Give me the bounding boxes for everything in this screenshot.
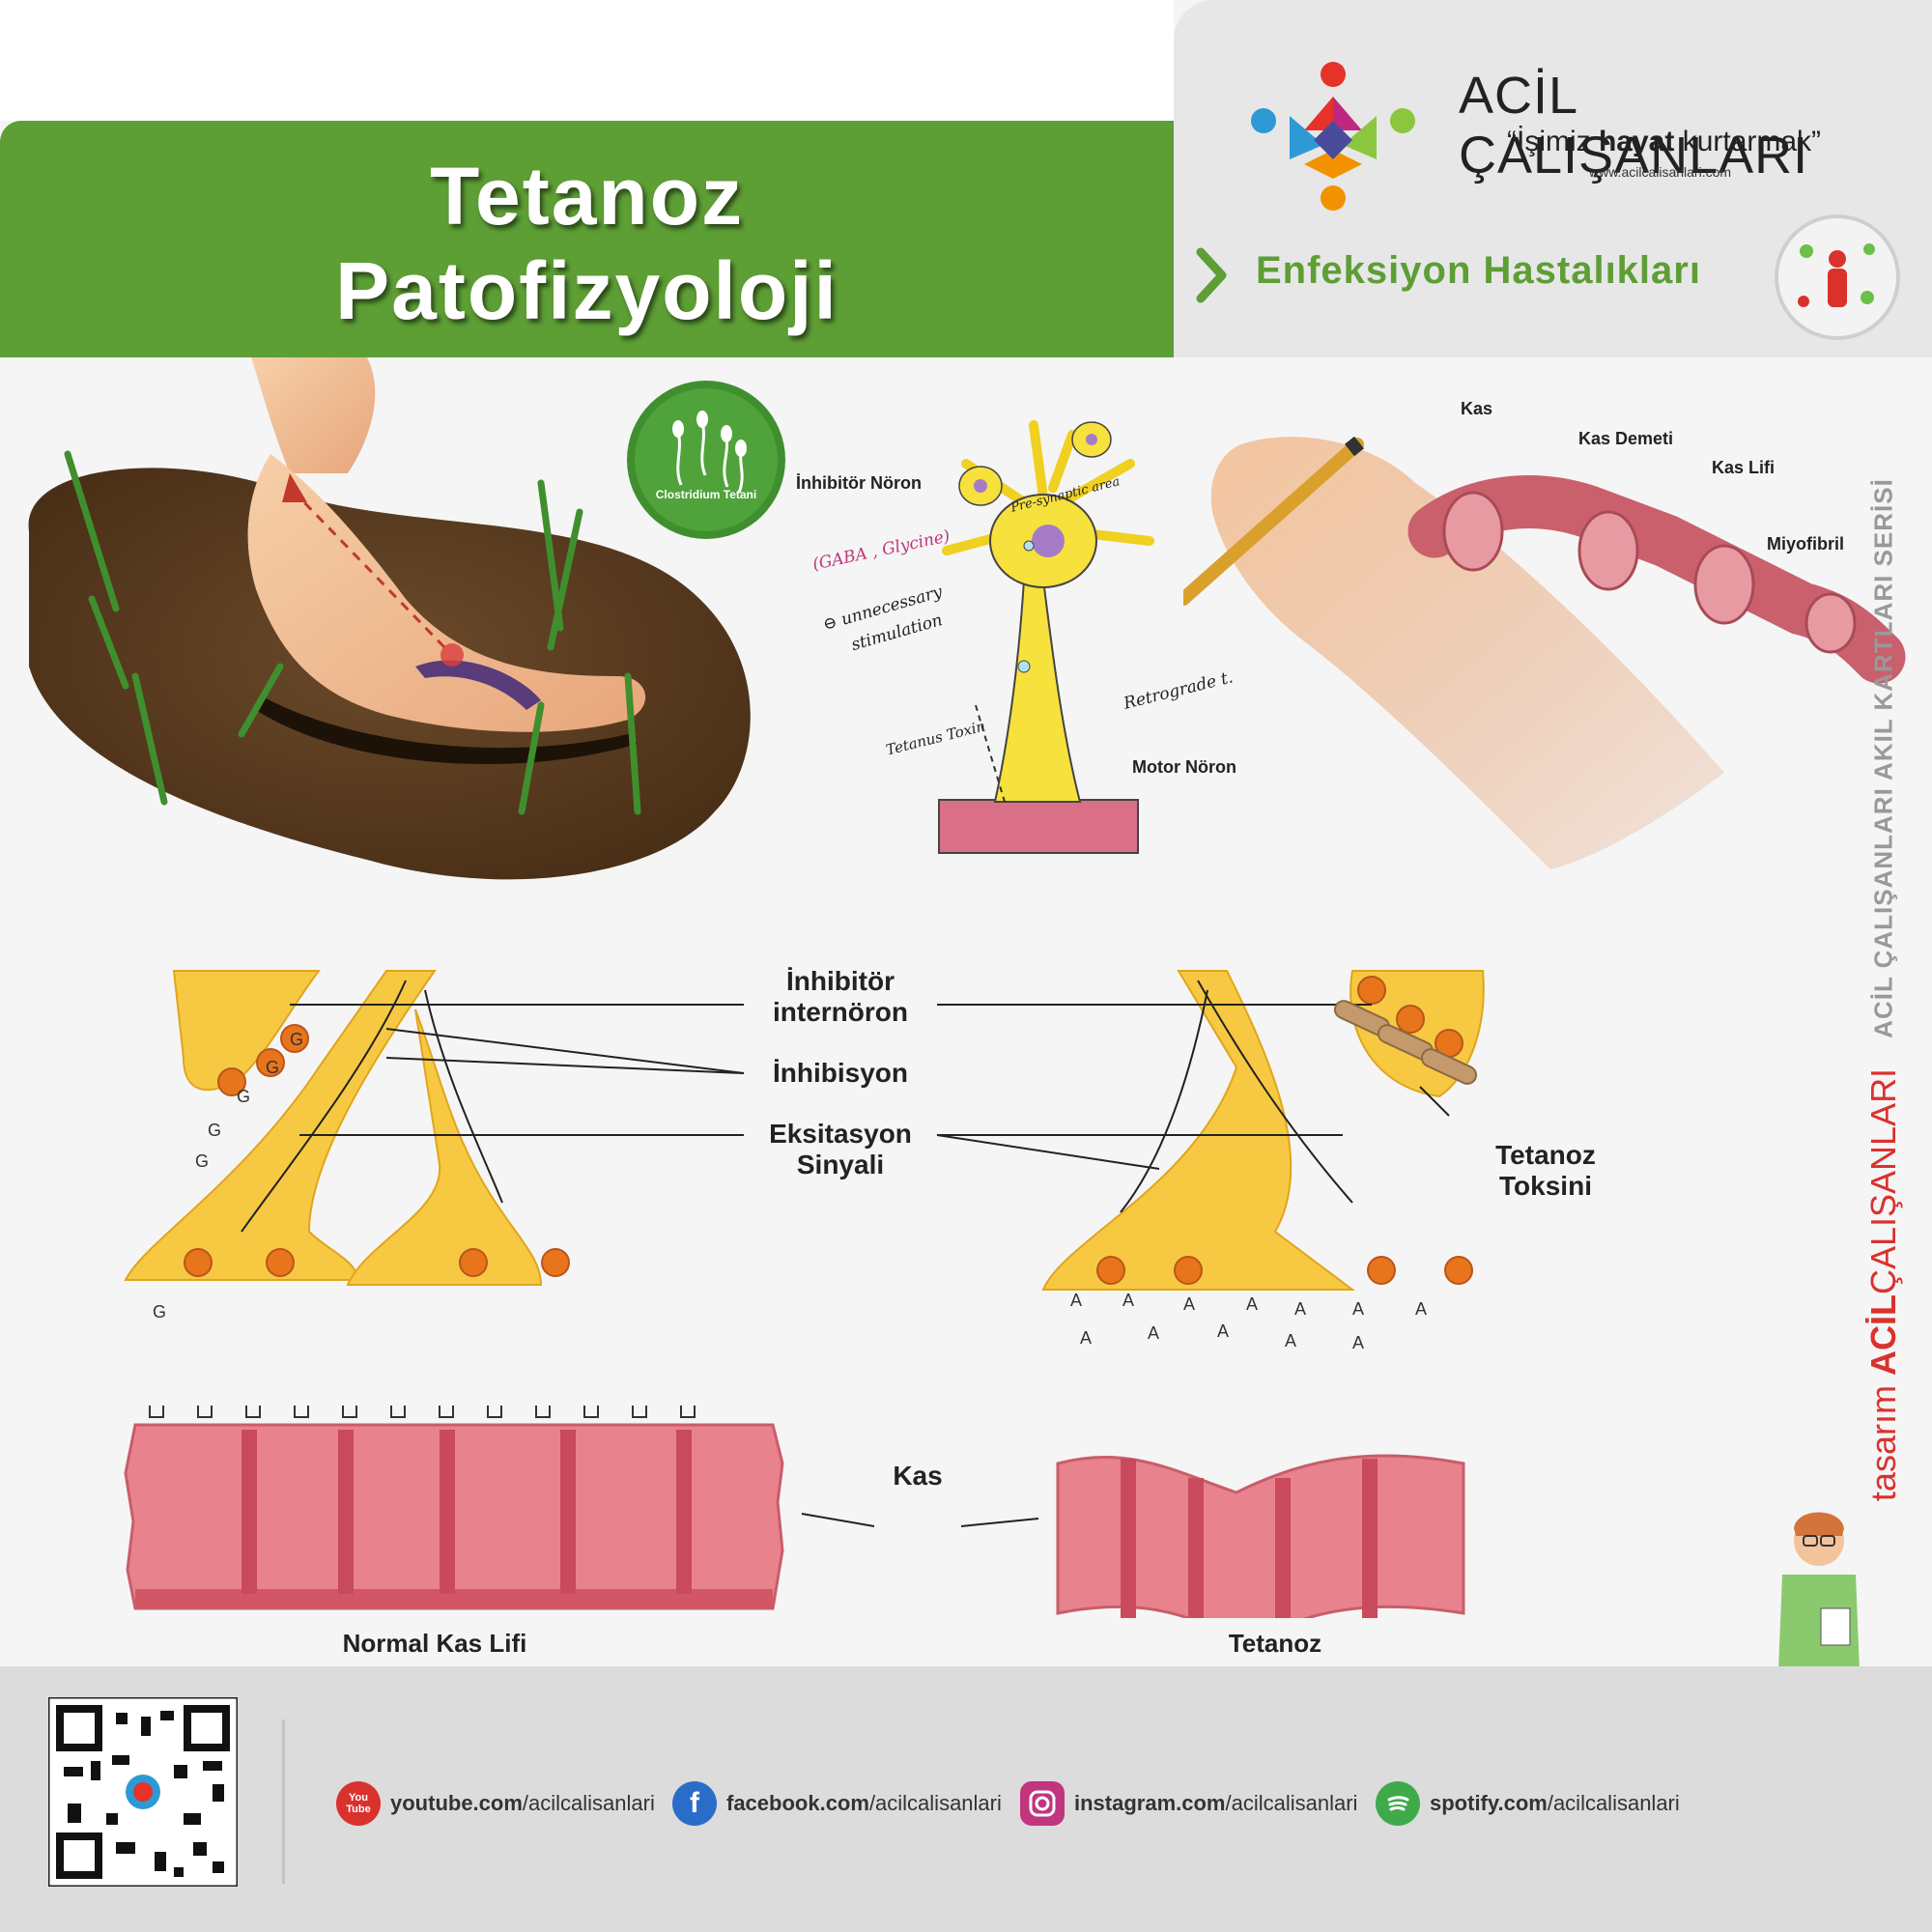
ach-letter: A — [1352, 1333, 1365, 1352]
normal-muscle-fiber-label: Normal Kas Lifi — [342, 1629, 527, 1658]
muscle-fiber-label: Kas Lifi — [1712, 458, 1776, 477]
footer-divider — [282, 1719, 285, 1884]
top-margin — [0, 0, 1174, 121]
ach-letter: A — [1183, 1294, 1196, 1314]
instagram-path: /acilcalisanlari — [1225, 1791, 1358, 1815]
neuron-sketch — [938, 420, 1154, 854]
tasarim-text: tasarım — [1863, 1385, 1903, 1502]
brand-slogan: “İşimiz hayat kurtarmak” — [1507, 126, 1821, 158]
hand-and-muscle-sketch — [1183, 436, 1906, 869]
inhibitor-interneuron-line-1: İnhibitör — [786, 966, 895, 996]
slogan-pre: “İşimiz — [1507, 126, 1599, 157]
tetanus-toxin-line-2: Toksini — [1499, 1171, 1592, 1201]
title-line-2: Patofizyoloji — [335, 245, 838, 336]
instagram-link[interactable]: instagram.com/acilcalisanlari — [1020, 1779, 1357, 1828]
foot-wound-illustration — [28, 357, 751, 880]
youtube-icon: You Tube — [336, 1781, 381, 1826]
instagram-domain: instagram.com — [1074, 1791, 1226, 1815]
tetanus-muscle-label: Tetanoz — [1228, 1629, 1322, 1658]
instagram-icon — [1020, 1781, 1065, 1826]
brand-website: www.acilcalisanlari.com — [1589, 164, 1732, 180]
ach-letter: A — [1217, 1321, 1230, 1341]
inhibitor-neuron-label: İnhibitör Nöron — [796, 473, 922, 493]
muscle-bundle-label: Kas Demeti — [1578, 429, 1674, 448]
facebook-path: /acilcalisanlari — [868, 1791, 1002, 1815]
facebook-icon: f — [672, 1781, 717, 1826]
tetanus-toxin-label: Tetanoz Toksini — [1449, 1140, 1642, 1202]
side-brand-text: tasarım ACİLÇALIŞANLARI — [1863, 1068, 1904, 1501]
gaba-letter: G — [237, 1087, 251, 1106]
gaba-letter: G — [266, 1058, 280, 1077]
acil-text: ACİL — [1863, 1294, 1903, 1377]
brand-name: ACİL ÇALIŞANLARI — [1459, 67, 1809, 185]
tetanus-toxin-line-1: Tetanoz — [1495, 1140, 1596, 1170]
ach-letter: A — [1148, 1323, 1160, 1343]
inhibitor-interneuron-line-2: internöron — [773, 997, 908, 1027]
spotify-icon — [1376, 1781, 1420, 1826]
clostridium-badge — [627, 381, 785, 539]
inhibitor-interneuron-label: İnhibitör internöron — [744, 966, 937, 1028]
gaba-letter: G — [208, 1121, 222, 1140]
ach-letter: A — [1294, 1299, 1307, 1319]
ach-letter: A — [1246, 1294, 1259, 1314]
series-text: ACİL ÇALIŞANLARI AKIL KARTLARI SERİSİ — [1868, 478, 1898, 1038]
youtube-domain: youtube.com — [390, 1791, 523, 1815]
spotify-domain: spotify.com — [1430, 1791, 1548, 1815]
gaba-letter: G — [153, 1302, 167, 1321]
series-vertical-text: ACİL ÇALIŞANLARI AKIL KARTLARI SERİSİ — [1864, 478, 1903, 1038]
clostridium-label: Clostridium Tetani — [655, 488, 757, 501]
facebook-domain: facebook.com — [726, 1791, 869, 1815]
excitation-signal-label: Eksitasyon Sinyali — [744, 1119, 937, 1180]
facebook-link[interactable]: f facebook.com/acilcalisanlari — [672, 1779, 1002, 1828]
ach-letter: A — [1285, 1331, 1297, 1350]
category-label: Enfeksiyon Hastalıkları — [1256, 249, 1701, 292]
slogan-bold: hayat — [1598, 126, 1675, 157]
motor-neuron-label: Motor Nöron — [1132, 757, 1236, 777]
excitation-line-1: Eksitasyon — [769, 1119, 912, 1149]
ach-letter: A — [1070, 1291, 1083, 1310]
gaba-letter: G — [195, 1151, 210, 1171]
ach-letter: A — [1080, 1328, 1093, 1348]
youtube-path: /acilcalisanlari — [522, 1791, 655, 1815]
title-line-1: Tetanoz — [429, 151, 745, 242]
calisanlari-text: ÇALIŞANLARI — [1863, 1067, 1903, 1295]
gaba-letter: G — [290, 1030, 304, 1049]
muscle-fibers — [124, 1406, 1465, 1618]
footer — [0, 1666, 1932, 1932]
youtube-link[interactable]: You Tube youtube.com/acilcalisanlari — [336, 1779, 655, 1828]
title-band: Tetanoz Patofizyoloji — [0, 121, 1174, 357]
chevron-right-icon — [1196, 247, 1227, 303]
inhibition-label: İnhibisyon — [773, 1058, 908, 1088]
spotify-path: /acilcalisanlari — [1547, 1791, 1680, 1815]
brand-logo — [1251, 62, 1415, 211]
ach-letter: A — [1415, 1299, 1428, 1319]
spotify-link[interactable]: spotify.com/acilcalisanlari — [1376, 1779, 1680, 1828]
qr-code[interactable] — [48, 1697, 238, 1887]
myofibril-label: Miyofibril — [1767, 534, 1844, 554]
muscle-center-label: Kas — [893, 1461, 943, 1491]
muscle-label: Kas — [1461, 399, 1493, 418]
synapse-diagram — [124, 970, 1485, 1291]
infection-icon — [1775, 214, 1900, 340]
slogan-post: kurtarmak” — [1674, 126, 1822, 157]
ach-letter: A — [1122, 1291, 1135, 1310]
excitation-line-2: Sinyali — [796, 1150, 885, 1179]
side-brand: tasarım ACİLÇALIŞANLARI — [1860, 1053, 1908, 1517]
ach-letter: A — [1352, 1299, 1365, 1319]
